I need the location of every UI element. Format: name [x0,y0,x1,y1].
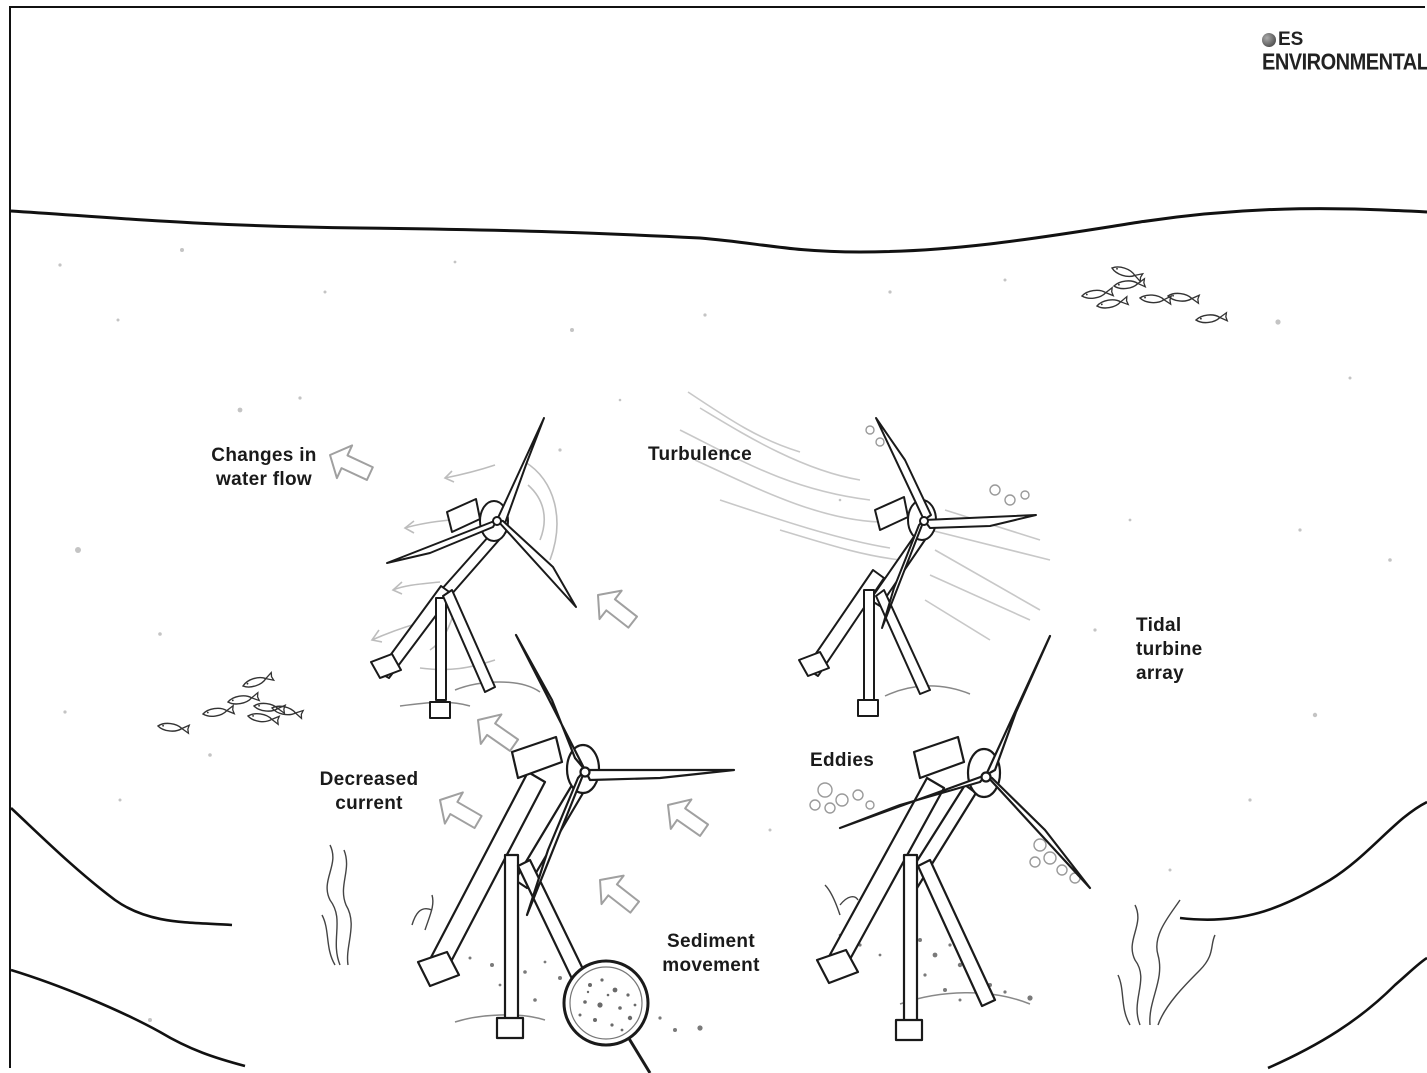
label-decreased-current: Decreased current [306,768,432,816]
label-line: movement [652,954,770,978]
globe-icon [1262,33,1276,47]
label-line: current [306,792,432,816]
label-tidal-turbine-array: Tidal turbine array [1136,614,1203,686]
tidal-turbine-1 [371,418,576,718]
label-line: Turbulence [648,443,752,467]
label-line: array [1136,662,1203,686]
label-line: water flow [196,468,332,492]
label-line: Changes in [196,444,332,468]
label-sediment-movement: Sediment movement [652,930,770,978]
seabed-left-hill [11,808,232,925]
fish-school-left [158,673,304,734]
tidal-turbine-2 [799,418,1036,716]
eddies-swirls [810,426,1080,883]
fish-school-upper-right [1081,264,1227,324]
tidal-turbine-4 [817,636,1090,1040]
seabed-right-lower [1268,958,1427,1068]
label-eddies: Eddies [810,749,874,773]
water-surface-line [11,209,1427,252]
logo-line1: ES [1278,30,1303,50]
label-line: Sediment [652,930,770,954]
label-line: Tidal [1136,614,1203,638]
magnifier-icon [564,961,650,1073]
label-changes-in-water-flow: Changes in water flow [196,444,332,492]
logo-line2: ENVIRONMENTAL [1262,50,1427,75]
label-line: Eddies [810,749,874,773]
label-turbulence: Turbulence [648,443,752,467]
seabed-left-lower [11,970,245,1066]
label-line: Decreased [306,768,432,792]
es-environmental-logo: ES ENVIRONMENTAL [1262,30,1427,72]
label-line: turbine [1136,638,1203,662]
seabed-right-hill [1180,802,1427,920]
